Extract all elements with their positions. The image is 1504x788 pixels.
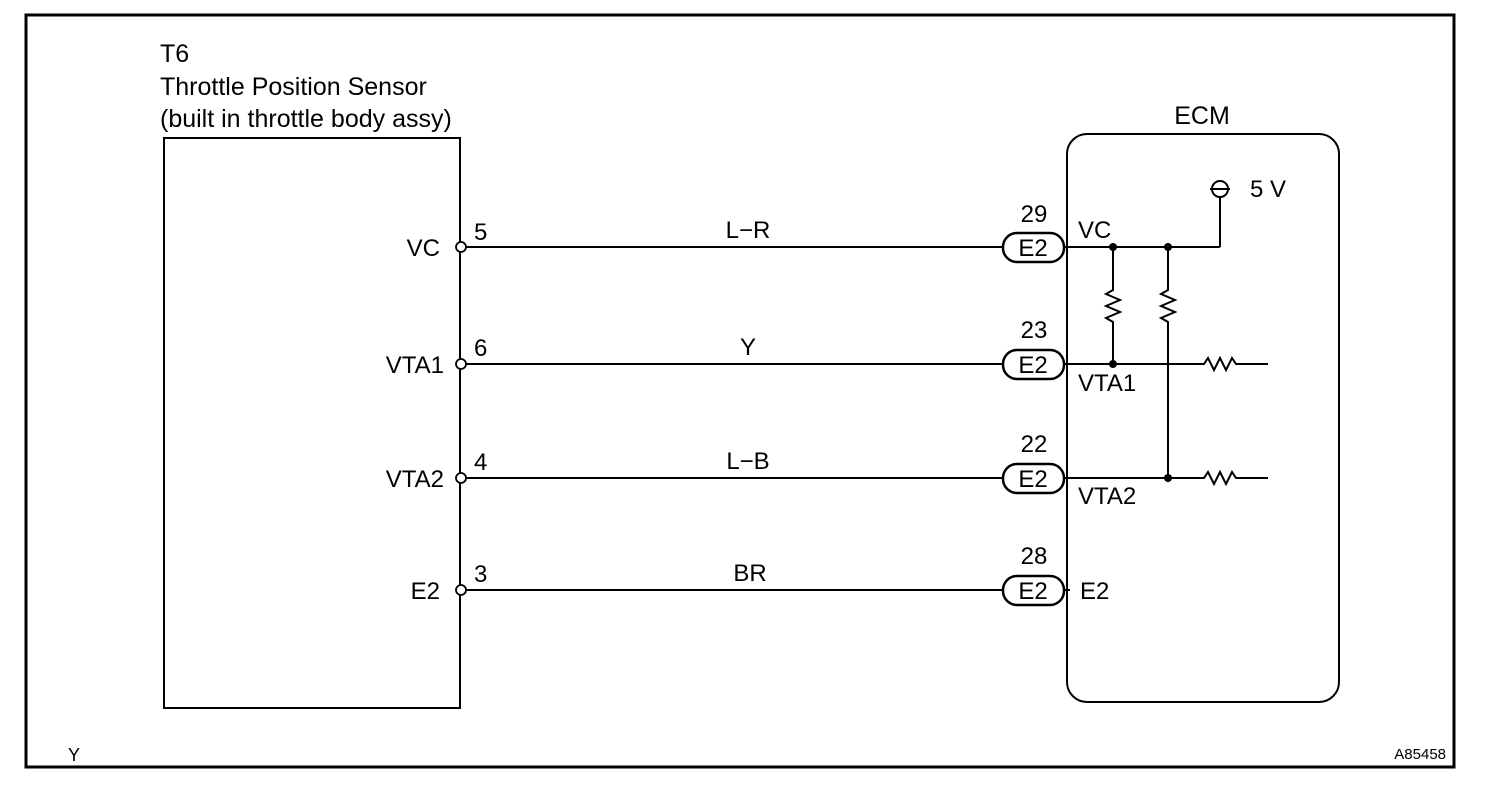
ecm-pin-label-e2: E2 xyxy=(1080,578,1109,605)
resistor-vc-vta2 xyxy=(1158,247,1178,478)
wire-color-vc: L−R xyxy=(726,217,771,244)
sensor-pin-label-vta2: VTA2 xyxy=(386,466,444,493)
diagram-frame xyxy=(24,13,1456,769)
sensor-terminal-e2 xyxy=(455,584,467,596)
connector-label-vc: E2 xyxy=(1018,235,1047,262)
ecm-pin-number-vc: 29 xyxy=(1021,201,1048,228)
sensor-note: (built in throttle body assy) xyxy=(160,105,452,133)
ecm-title: ECM xyxy=(1174,102,1230,130)
resistor-vta1-internal xyxy=(1064,355,1268,373)
footer-left-mark: Y xyxy=(68,745,80,765)
ecm-pin-label-vc: VC xyxy=(1078,217,1111,244)
resistor-vc-vta1 xyxy=(1103,247,1123,364)
ecm-pin-number-vta2: 22 xyxy=(1021,431,1048,458)
sensor-terminal-vc xyxy=(455,241,467,253)
sensor-name: Throttle Position Sensor xyxy=(160,73,427,101)
supply-terminal xyxy=(1168,180,1230,248)
wire-color-e2: BR xyxy=(733,560,766,587)
connector-vta1 xyxy=(1001,348,1066,381)
connector-e2 xyxy=(1001,574,1066,607)
sensor-terminal-vta1 xyxy=(455,358,467,370)
sensor-pin-label-vc: VC xyxy=(407,235,440,262)
connector-label-vta1: E2 xyxy=(1018,352,1047,379)
sensor-pin-label-e2: E2 xyxy=(411,578,440,605)
sensor-pin-label-vta1: VTA1 xyxy=(386,352,444,379)
sensor-terminal-vta2 xyxy=(455,472,467,484)
ecm-pin-number-e2: 28 xyxy=(1021,543,1048,570)
connector-label-vta2: E2 xyxy=(1018,466,1047,493)
sensor-pin-number-e2: 3 xyxy=(474,561,487,588)
connector-label-e2: E2 xyxy=(1018,578,1047,605)
sensor-pin-number-vc: 5 xyxy=(474,219,487,246)
ecm-pin-label-vta2: VTA2 xyxy=(1078,483,1136,510)
ecm-pin-label-vta1: VTA1 xyxy=(1078,370,1136,397)
sensor-pin-number-vta2: 4 xyxy=(474,449,487,476)
connector-vta2 xyxy=(1001,462,1066,495)
ecm-box xyxy=(1066,133,1340,703)
resistor-vta2-internal xyxy=(1064,469,1268,487)
wire-color-vta1: Y xyxy=(740,334,756,361)
sensor-pin-number-vta1: 6 xyxy=(474,335,487,362)
ecm-pin-number-vta1: 23 xyxy=(1021,317,1048,344)
supply-voltage: 5 V xyxy=(1250,176,1286,203)
wire-color-vta2: L−B xyxy=(726,448,769,475)
figure-id: A85458 xyxy=(1394,746,1446,763)
sensor-code: T6 xyxy=(160,40,189,68)
sensor-box xyxy=(163,137,461,709)
connector-vc xyxy=(1001,231,1066,264)
